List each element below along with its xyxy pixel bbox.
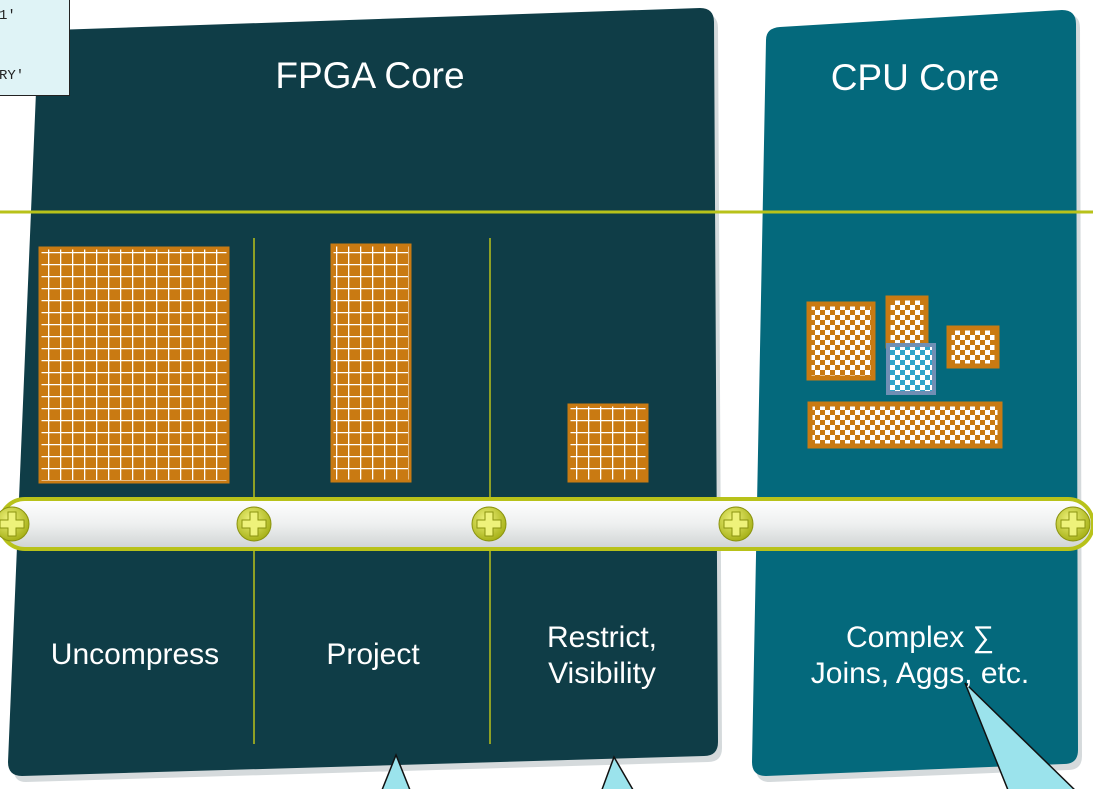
restrict-data-block [567, 403, 649, 483]
stage-label-restrict-line-1: Restrict, [546, 621, 657, 654]
stage-label-restrict-line-2: Visibility [548, 657, 656, 690]
stage-label-uncompress: Uncompress [50, 638, 220, 671]
project-data-block [330, 243, 412, 483]
screw-icon [1055, 506, 1091, 542]
code-note-line-1: 1' [0, 8, 16, 24]
callout-pointer-1 [379, 752, 413, 794]
uncompress-data-block [38, 246, 230, 484]
cpu-stage-label-line-1: Complex ∑ [845, 621, 995, 654]
screw-icon [718, 506, 754, 542]
stage-label-project: Project [326, 638, 420, 671]
screw-icon [236, 506, 272, 542]
cpu-block-3 [946, 325, 1000, 369]
cpu-stage-label-line-2: Joins, Aggs, etc. [810, 657, 1030, 690]
screw-icon [471, 506, 507, 542]
cpu-panel-title: CPU Core [830, 57, 1000, 98]
screw-icon [0, 506, 30, 542]
callout-pointer-3 [964, 682, 1081, 794]
cpu-stage-label: Complex ∑ Joins, Aggs, etc. [760, 620, 1080, 692]
cpu-block-highlight [886, 343, 936, 395]
stage-label-restrict: Restrict, Visibility [492, 620, 712, 692]
code-note-line-2: RY' [0, 68, 25, 84]
pipe [0, 497, 1093, 551]
cpu-block-4 [807, 401, 1003, 449]
code-note: 1' RY' [0, 0, 70, 96]
cpu-block-1 [806, 301, 876, 381]
callout-pointer-2 [599, 755, 637, 794]
cpu-block-2 [885, 295, 929, 349]
fpga-panel-title: FPGA Core [275, 55, 465, 96]
